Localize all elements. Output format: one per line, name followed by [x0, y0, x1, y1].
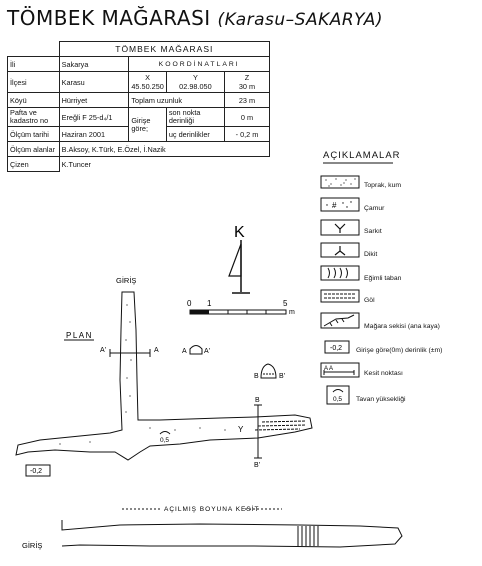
legend-sloped-floor-icon	[320, 265, 360, 281]
plan-section-a-right: A	[154, 347, 159, 354]
legend-label-lake: Göl	[364, 297, 375, 304]
title-subtitle: (Karasu–SAKARYA)	[217, 10, 383, 30]
cave-info-table: TÖMBEK MAĞARASI İli Sakarya KOORDİNATLAR…	[7, 41, 271, 172]
plan-depth-value: -0,2	[30, 468, 42, 475]
legend-section-point-icon: A A	[320, 362, 360, 378]
pafta-label-line2: kadastro no	[10, 116, 49, 125]
plan-section-a-prime-left: A'	[100, 347, 106, 354]
plan-cave-outline	[15, 291, 313, 461]
plan-title: PLAN	[66, 331, 93, 340]
drawer-value: K.Tuncer	[58, 156, 270, 172]
scale-bar	[189, 309, 287, 315]
svg-text:#: #	[332, 201, 337, 210]
plan-entrance-label: GİRİŞ	[116, 276, 136, 285]
legend-cave-bench-icon	[320, 312, 360, 329]
profile-title: AÇILMIŞ BOYUNA KESİT	[164, 504, 260, 513]
north-arrow-icon	[228, 240, 250, 294]
plan-section-b-prime-bottom: B'	[254, 462, 260, 469]
girise-label-line2: göre;	[131, 123, 149, 133]
profile-cave-outline	[61, 520, 403, 548]
legend-label-section-point: Kesit noktası	[364, 370, 403, 377]
legend-ceiling-height-icon: 0,5	[326, 385, 350, 405]
legend-section-letters: A A	[324, 366, 333, 372]
legend-label-stalagmite: Dikit	[364, 251, 378, 258]
legend-label-sloped-floor: Eğimli taban	[364, 275, 402, 282]
legend-ceiling-value: 0,5	[333, 396, 342, 403]
plan-section-b-top: B	[255, 397, 260, 404]
legend-title: AÇIKLAMALAR	[323, 150, 401, 161]
scale-label-1: 1	[207, 299, 212, 308]
plan-ceiling-height-icon	[159, 431, 171, 435]
legend-depth-box-text: -0,2	[330, 345, 342, 352]
scale-label-0: 0	[187, 299, 192, 308]
page-title: TÖMBEK MAĞARASI (Karasu–SAKARYA)	[7, 6, 383, 30]
xsection-a-shape	[189, 345, 203, 355]
girise-label-line1: Girişe	[131, 115, 151, 125]
legend-label-depth: Girişe göre(0m) derinlik (±m)	[356, 347, 443, 354]
profile-entrance-label: GİRİŞ	[22, 541, 42, 550]
x-value: 45.50.250	[131, 82, 164, 91]
xsection-a-label: A	[182, 348, 187, 355]
coord-x-label: X	[145, 73, 151, 82]
lastpoint-label-line1: son nokta	[168, 108, 201, 117]
coord-y-label: Y	[192, 73, 198, 82]
xsection-b-label: B	[254, 373, 259, 380]
legend-stalactite-icon	[320, 219, 360, 236]
plan-depth-box	[25, 464, 51, 477]
legend-label-cave-bench: Mağara sekisi (ana kaya)	[364, 323, 440, 330]
xsection-b-prime-label: B'	[279, 373, 285, 380]
plan-stalactite-letter: Y	[238, 425, 244, 434]
title-main: TÖMBEK MAĞARASI	[7, 6, 211, 30]
plan-lake-hatch	[254, 420, 307, 431]
drawer-label: Çizen	[7, 156, 60, 172]
legend-soil-icon	[320, 175, 360, 189]
legend-stalagmite-icon	[320, 242, 360, 258]
plan-sediment-dots	[59, 304, 226, 445]
legend-depth-icon: -0,2	[324, 340, 350, 354]
legend-label-soil: Toprak, kum	[364, 182, 402, 189]
pafta-label-line1: Pafta ve	[10, 108, 37, 117]
z-value: 30 m	[238, 82, 256, 91]
y-value: 02.98.050	[179, 82, 212, 91]
coord-z-label: Z	[244, 73, 250, 82]
legend-label-stalactite: Sarkıt	[364, 228, 382, 235]
profile-lake-hatch	[297, 526, 319, 546]
north-label: K	[234, 224, 245, 241]
scale-label-5: 5	[283, 299, 288, 308]
legend-mud-icon: #	[320, 197, 360, 212]
legend-label-ceiling-height: Tavan yüksekliği	[356, 396, 406, 403]
xsection-b-shape	[260, 363, 277, 379]
plan-ceiling-height-value: 0,5	[160, 437, 169, 444]
xsection-a-prime-label: A'	[204, 348, 210, 355]
legend-label-mud: Çamur	[364, 205, 385, 212]
legend-lake-icon	[320, 289, 360, 303]
lastpoint-label-line2: derinliği	[168, 116, 194, 125]
scale-unit: m	[289, 309, 295, 316]
